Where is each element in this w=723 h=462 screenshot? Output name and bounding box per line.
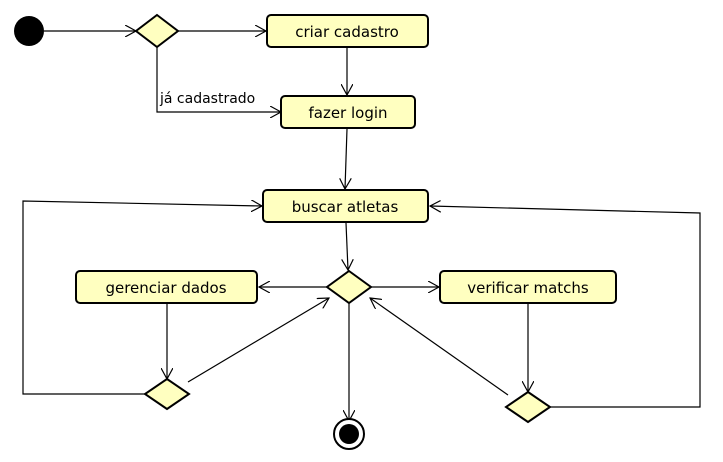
action-fazer-login	[280, 95, 416, 129]
edge-decision-right-to-decision-main	[370, 298, 509, 396]
edge-decision-right-to-buscar-atletas	[430, 206, 701, 408]
edge-label-ja-cadastrado: já cadastrado	[159, 91, 255, 107]
decision-node-right	[504, 390, 552, 424]
final-node	[333, 418, 365, 450]
label-fazer-login: fazer login	[308, 104, 387, 122]
edge-decision-to-fazer-login	[156, 44, 281, 112]
label-verificar-matchs: verificar matchs	[467, 279, 589, 297]
label-buscar-atletas: buscar atletas	[292, 198, 399, 216]
action-criar-cadastro	[266, 14, 429, 48]
action-verificar-matchs	[439, 270, 617, 304]
action-buscar-atletas	[262, 189, 429, 223]
decision-node-left	[143, 377, 191, 411]
label-criar-cadastro: criar cadastro	[295, 23, 399, 41]
edge-fazer-login-to-buscar-atletas	[345, 128, 347, 189]
label-gerenciar-dados: gerenciar dados	[105, 279, 226, 297]
action-gerenciar-dados	[75, 270, 258, 304]
initial-node	[14, 16, 44, 46]
decision-node-main	[325, 269, 373, 305]
edge-decision-left-to-decision-main	[187, 298, 329, 383]
edge-buscar-atletas-to-decision-main	[346, 222, 348, 270]
decision-node-entry	[134, 13, 180, 49]
edge-decision-left-to-buscar-atletas	[22, 201, 262, 395]
